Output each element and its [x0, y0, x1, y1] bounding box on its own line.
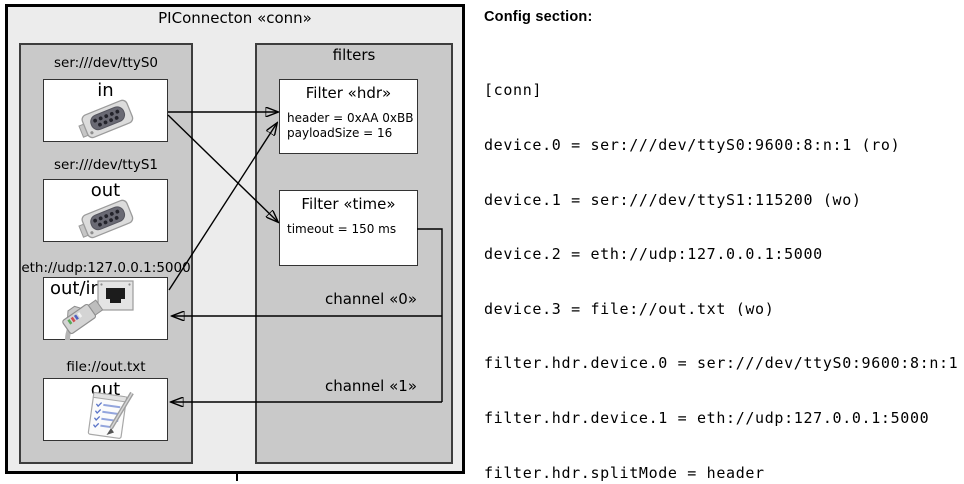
filter-hdr-box: Filter «hdr» header = 0xAA 0xBB payloadS… [279, 79, 418, 154]
ethernet-port-icon [97, 280, 134, 311]
filter-title: Filter «time» [301, 195, 396, 213]
config-listing: [conn] device.0 = ser:///dev/ttyS0:9600:… [484, 45, 964, 484]
device-uri-label: eth://udp:127.0.0.1:5000 [21, 260, 191, 276]
config-line: device.2 = eth://udp:127.0.0.1:5000 [484, 245, 823, 264]
notepad-icon [87, 391, 134, 439]
config-line: filter.hdr.device.0 = ser:///dev/ttyS0:9… [484, 354, 959, 373]
ethernet-cable-icon [62, 299, 104, 340]
device-direction: in [97, 80, 114, 101]
device-box-file: out [43, 378, 168, 441]
serial-connector-icon [78, 99, 134, 139]
filter-attribute: header = 0xAA 0xBB [287, 111, 414, 125]
bottom-tick-mark [236, 471, 238, 481]
device-box-ttys1: out [43, 179, 168, 242]
device-box-eth: out/in [43, 277, 168, 340]
device-direction: out/in [50, 278, 102, 299]
filters-panel-title: filters [332, 46, 376, 64]
config-heading: Config section: [484, 9, 593, 25]
device-uri-label: ser:///dev/ttyS1 [54, 157, 158, 173]
filter-time-box: Filter «time» timeout = 150 ms [279, 190, 418, 266]
device-uri-label: ser:///dev/ttyS0 [54, 55, 158, 71]
filter-attributes: header = 0xAA 0xBB payloadSize = 16 [287, 111, 413, 141]
config-line: device.3 = file://out.txt (wo) [484, 299, 775, 318]
device-uri-label: file://out.txt [66, 359, 146, 375]
config-line: filter.hdr.device.1 = eth://udp:127.0.0.… [484, 409, 930, 428]
serial-connector-icon [78, 199, 134, 239]
device-direction: out [90, 180, 121, 201]
config-line: filter.hdr.splitMode = header [484, 463, 765, 482]
filter-attribute: payloadSize = 16 [287, 126, 393, 140]
filter-title: Filter «hdr» [305, 84, 392, 102]
diagram-title: PIConnecton «conn» [158, 9, 312, 27]
config-line: device.0 = ser:///dev/ttyS0:9600:8:n:1 (… [484, 136, 901, 155]
device-box-ttys0: in [43, 79, 168, 142]
filter-attributes: timeout = 150 ms [287, 222, 396, 237]
channel-1-label: channel «1» [324, 377, 417, 395]
channel-0-label: channel «0» [324, 290, 417, 308]
config-line: device.1 = ser:///dev/ttyS1:115200 (wo) [484, 190, 862, 209]
config-line: [conn] [484, 81, 543, 100]
filter-attribute: timeout = 150 ms [287, 222, 397, 236]
